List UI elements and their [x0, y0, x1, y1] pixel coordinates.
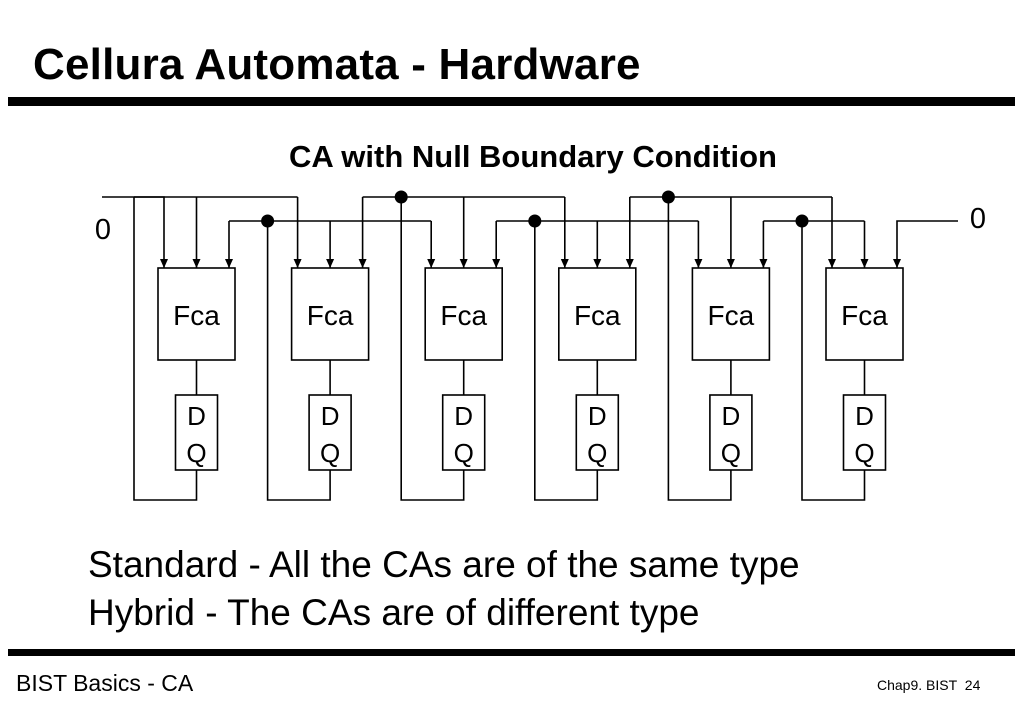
dff-6: [842, 394, 887, 471]
feedback-wire: [266, 221, 331, 501]
footer-divider: [8, 649, 1015, 656]
diagram-heading: CA with Null Boundary Condition: [289, 139, 777, 174]
dff-d-label: D: [588, 401, 607, 431]
footer-chapter: Chap9. BIST: [877, 677, 957, 693]
footer-page-info: Chap9. BIST 24: [873, 677, 980, 693]
feedback-wire: [801, 221, 866, 501]
fca-cell-label: Fca: [708, 300, 755, 331]
junction-dot: [528, 214, 542, 228]
title-divider: [8, 97, 1015, 106]
dff-4: [575, 394, 620, 471]
fca-cell-4: [557, 267, 637, 361]
fca-cell-label: Fca: [307, 300, 354, 331]
dff-d-label: D: [722, 401, 741, 431]
fca-cell-label: Fca: [173, 300, 220, 331]
junction-dot: [795, 214, 809, 228]
dff-q-label: Q: [454, 438, 474, 468]
junction-dot: [261, 214, 275, 228]
dff-d-label: D: [454, 401, 473, 431]
dff-3: [441, 394, 486, 471]
bullet-hybrid: Hybrid - The CAs are of different type: [88, 592, 700, 633]
left-boundary-zero: 0: [95, 214, 111, 246]
fca-cell-label: Fca: [841, 300, 888, 331]
right-null-boundary-wire: [893, 220, 958, 268]
left-null-boundary-wire: [102, 196, 168, 268]
slide-title: Cellura Automata - Hardware: [33, 40, 641, 89]
dff-5: [709, 394, 753, 471]
fca-cell-5: [691, 267, 771, 361]
fca-cell-label: Fca: [440, 300, 487, 331]
dff-q-label: Q: [587, 438, 607, 468]
dff-2: [308, 394, 352, 471]
feedback-wire: [400, 197, 465, 501]
fca-cell-2: [290, 267, 370, 361]
fca-cell-1: [157, 267, 236, 361]
dff-q-label: Q: [186, 438, 206, 468]
right-boundary-zero: 0: [970, 203, 986, 235]
bullet-standard: Standard - All the CAs are of the same t…: [88, 544, 800, 585]
fca-cell-label: Fca: [574, 300, 621, 331]
footer-title: BIST Basics - CA: [16, 670, 194, 696]
fca-cell-6: [825, 267, 904, 361]
dff-q-label: Q: [854, 438, 874, 468]
feedback-wire: [133, 197, 198, 501]
dff-q-label: Q: [721, 438, 741, 468]
dff-1: [174, 394, 219, 471]
dff-d-label: D: [321, 401, 340, 431]
footer-page-number: 24: [964, 677, 981, 693]
fca-cell-3: [424, 267, 504, 361]
junction-dot: [661, 190, 675, 204]
dff-d-label: D: [187, 401, 206, 431]
junction-dot: [394, 190, 408, 204]
feedback-wire: [534, 221, 599, 501]
dff-q-label: Q: [320, 438, 340, 468]
dff-d-label: D: [855, 401, 874, 431]
feedback-wire: [667, 197, 732, 501]
